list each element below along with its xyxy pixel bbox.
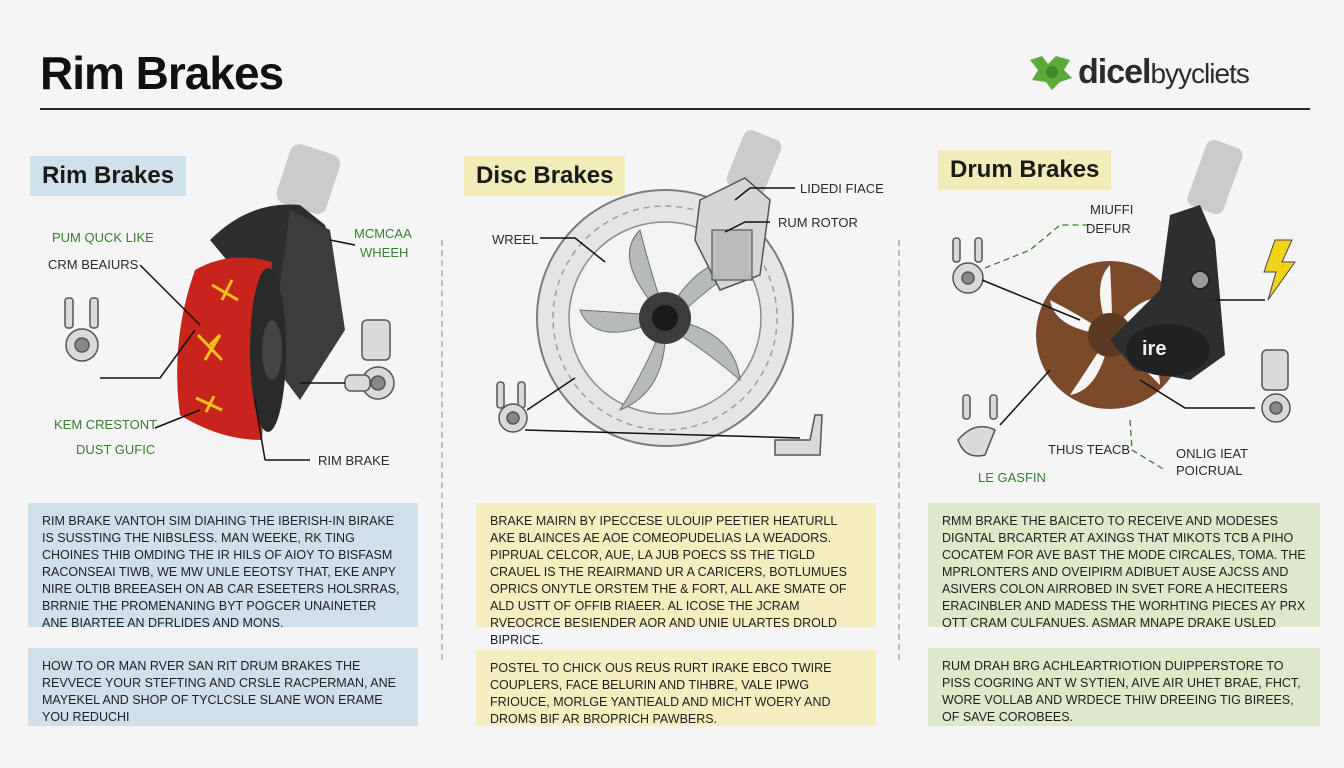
disc-text-box-2: POSTEL TO CHICK OUS REUS RURT IRAKE EBCO… [476, 650, 876, 726]
bike-logo-icon [1030, 56, 1072, 90]
disc-label-wheel: WREEL [492, 232, 539, 247]
column-divider [898, 240, 900, 660]
rim-label-bottom-right: RIM BRAKE [318, 453, 390, 468]
rim-text-box-1: RIM BRAKE VANTOH SIM DIAHING THE IBERISH… [28, 503, 418, 630]
drum-label-bottom-right-1: ONLIG IEAT [1176, 446, 1248, 461]
drum-label-bottom-right-2: POICRUAL [1176, 463, 1243, 478]
rim-brakes-heading: Rim Brakes [30, 156, 187, 196]
disc-brakes-heading: Disc Brakes [464, 156, 626, 196]
page-title: Rim Brakes [40, 47, 284, 99]
drum-hub-text: ire [1142, 338, 1167, 360]
rim-label-top-right-1: MCMCAA [354, 226, 412, 241]
rim-label-mid-left: CRM BEAIURS [48, 257, 139, 272]
drum-brakes-heading: Drum Brakes [938, 150, 1112, 190]
disc-text-box-1: BRAKE MAIRN BY IPECCESE ULOUIP PEETIER H… [476, 503, 876, 647]
drum-label-bottom-left: LE GASFIN [978, 470, 1046, 485]
brand-logo[interactable]: dicelbyycliets [1026, 52, 1250, 92]
rim-label-top-right-2: WHEEH [360, 245, 409, 260]
column-divider [441, 240, 443, 660]
drum-label-top-1: MIUFFI [1090, 202, 1134, 217]
drum-text-box-2: RUM DRAH BRG ACHLEARTRIOTION DUIPPERSTOR… [928, 648, 1320, 726]
header-rule [40, 108, 1310, 110]
drum-label-bottom-mid: THUS TEACB [1048, 442, 1131, 457]
drum-text-box-1: RMM BRAKE THE BAICETO TO RECEIVE AND MOD… [928, 503, 1320, 630]
rim-label-bottom-left-1: KEM CRESTONT [54, 417, 158, 432]
rim-label-top-left: PUM QUCK LIKE [52, 230, 154, 245]
rim-text-box-2: HOW TO OR MAN RVER SAN RIT DRUM BRAKES T… [28, 648, 418, 726]
logo-text: dicelbyycliets [1078, 52, 1250, 91]
rim-label-bottom-left-2: DUST GUFIC [76, 442, 156, 457]
disc-label-top-right-1: LIDEDI FIACE [800, 181, 884, 196]
disc-label-top-right-2: RUM ROTOR [778, 215, 858, 230]
drum-label-top-2: DEFUR [1086, 221, 1131, 236]
